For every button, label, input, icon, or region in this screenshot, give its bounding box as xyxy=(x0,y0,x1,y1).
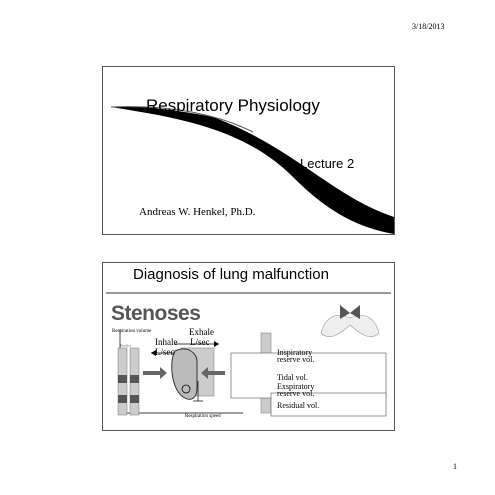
slide-thumbnail-2[interactable]: Diagnosis of lung malfunction Stenoses R… xyxy=(102,262,395,431)
respiration-speed-label: Respiration speed xyxy=(185,414,221,419)
slide1-title: Respiratory Physiology xyxy=(146,96,320,115)
respiration-volume-label: Respiration volume xyxy=(112,329,152,334)
residual-volume-label: Residual vol. xyxy=(277,401,320,410)
lsec-right-label: L/sec xyxy=(190,337,210,347)
slide1-author: Andreas W. Henkel, Ph.D. xyxy=(139,206,256,218)
lsec-left-label: L/sec xyxy=(155,347,175,357)
inspiratory-reserve-label: Inspiratory reserve vol. xyxy=(277,348,315,364)
inhale-label: Inhale xyxy=(155,337,178,347)
lung-volume-figure xyxy=(106,292,391,417)
predict-label: Predict xyxy=(120,343,132,348)
exhale-label: Exhale xyxy=(189,327,214,337)
tidal-volume-label: Tidal vol. xyxy=(277,373,308,382)
slide1-subtitle: Lecture 2 xyxy=(300,156,355,171)
figure-heading: Stenoses xyxy=(111,302,201,325)
slide-thumbnail-1[interactable]: Respiratory Physiology Lecture 2 Andreas… xyxy=(102,66,395,235)
swoosh-graphic xyxy=(110,106,394,234)
expiratory-reserve-label: Exspiratory reserve vol. xyxy=(277,382,315,398)
page-date: 3/18/2013 xyxy=(412,22,445,31)
slide2-title: Diagnosis of lung malfunction xyxy=(133,266,329,283)
page-number: 1 xyxy=(453,462,457,471)
